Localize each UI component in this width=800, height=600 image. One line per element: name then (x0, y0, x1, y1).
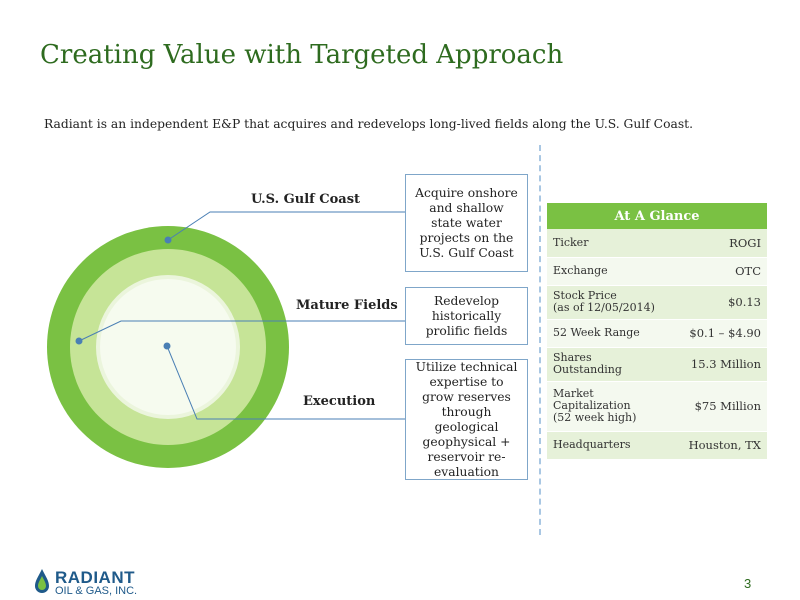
row-value: Houston, TX (673, 431, 767, 460)
row-label-line3: (52 week high) (553, 411, 637, 424)
connector-execution (166, 345, 405, 420)
company-logo: RADIANT OIL & GAS, INC. (33, 568, 173, 598)
concentric-rings-diagram (47, 211, 405, 468)
logo-text-radiant: RADIANT (55, 568, 135, 587)
row-label: Stock Price (as of 12/05/2014) (547, 285, 674, 320)
row-label: Exchange (547, 257, 674, 286)
row-label-line2: (as of 12/05/2014) (553, 301, 655, 314)
row-label: Shares Outstanding (547, 347, 674, 382)
table-row: Headquarters Houston, TX (547, 431, 767, 460)
table-row: Exchange OTC (547, 257, 767, 286)
connector-mature-fields (78, 320, 405, 342)
table-row: Market Capitalization (52 week high) $75… (547, 381, 767, 432)
row-label: Ticker (547, 229, 674, 258)
at-a-glance-table: At A Glance Ticker ROGI Exchange OTC Sto… (547, 203, 767, 460)
description-box-mature-fields: Redevelop historically prolific fields (405, 287, 528, 345)
row-value: $0.13 (673, 285, 767, 320)
row-label-line1: Market (553, 387, 594, 400)
row-value: OTC (673, 257, 767, 286)
table-row: Stock Price (as of 12/05/2014) $0.13 (547, 285, 767, 320)
description-box-execution: Utilize technical expertise to grow rese… (405, 359, 528, 480)
table-row: Shares Outstanding 15.3 Million (547, 347, 767, 382)
oil-drop-icon (35, 569, 49, 593)
connector-dot-execution (163, 342, 171, 350)
row-label: Market Capitalization (52 week high) (547, 381, 674, 432)
logo-text-subtitle: OIL & GAS, INC. (55, 585, 138, 597)
connector-gulf-coast (167, 211, 405, 241)
row-label-line2: Outstanding (553, 363, 622, 376)
page-number: 3 (744, 576, 752, 591)
glance-header: At A Glance (547, 203, 767, 229)
row-label-line2: Capitalization (553, 399, 631, 412)
ring-label-gulf-coast: U.S. Gulf Coast (251, 192, 361, 207)
row-value: $75 Million (673, 381, 767, 432)
connector-dot-mature-fields (75, 337, 83, 345)
description-execution: Utilize technical expertise to grow rese… (415, 359, 518, 479)
connector-dot-gulf-coast (164, 236, 172, 244)
slide-subtitle: Radiant is an independent E&P that acqui… (44, 117, 693, 131)
slide-title: Creating Value with Targeted Approach (40, 40, 564, 70)
description-box-gulf-coast: Acquire onshore and shallow state water … (405, 174, 528, 272)
row-label: 52 Week Range (547, 319, 674, 348)
row-label-line1: Shares (553, 351, 592, 364)
row-value: 15.3 Million (673, 347, 767, 382)
table-row: Ticker ROGI (547, 229, 767, 258)
description-mature-fields: Redevelop historically prolific fields (425, 293, 508, 338)
row-value: $0.1 – $4.90 (673, 319, 767, 348)
ring-label-execution: Execution (303, 394, 376, 409)
description-gulf-coast: Acquire onshore and shallow state water … (415, 185, 518, 260)
row-label: Headquarters (547, 431, 674, 460)
ring-label-mature-fields: Mature Fields (296, 298, 398, 313)
row-label-line1: Stock Price (553, 289, 617, 302)
vertical-divider (539, 145, 541, 535)
table-row: 52 Week Range $0.1 – $4.90 (547, 319, 767, 348)
row-value: ROGI (673, 229, 767, 258)
